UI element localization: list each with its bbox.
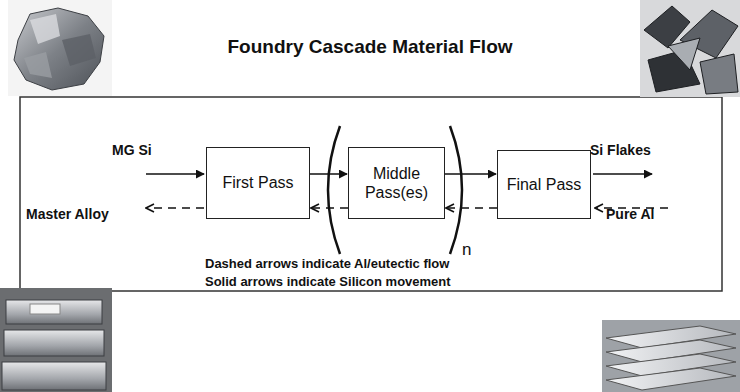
aluminium-flow-arrow <box>446 207 497 209</box>
material-label: Master Alloy <box>26 206 109 222</box>
box-label: Final Pass <box>507 175 582 194</box>
si-flakes-photo <box>640 0 740 97</box>
bracket <box>328 126 340 254</box>
pure-al-photo <box>602 320 740 392</box>
process-box: Final Pass <box>497 150 591 219</box>
silicon-out-arrow <box>593 173 652 175</box>
box-label: Middle Pass(es) <box>355 164 438 202</box>
diagram-title: Foundry Cascade Material Flow <box>0 36 740 58</box>
silicon-flow-arrow <box>445 173 496 175</box>
process-box: First Pass <box>206 147 310 219</box>
material-label: Si Flakes <box>590 142 651 158</box>
legend-note: Solid arrows indicate Silicon movement <box>205 274 451 289</box>
aluminium-out-arrow <box>146 207 204 209</box>
process-box: Middle Pass(es) <box>348 147 445 219</box>
material-label: Pure Al <box>606 206 655 222</box>
silicon-flow-arrow <box>310 173 347 175</box>
silicon-in-arrow <box>146 173 204 175</box>
master-alloy-photo <box>0 288 112 392</box>
mg-si-photo <box>8 0 112 96</box>
material-label: MG Si <box>112 142 152 158</box>
legend-note: Dashed arrows indicate Al/eutectic flow <box>205 256 449 271</box>
repeat-count: n <box>462 240 471 260</box>
bracket <box>450 126 462 254</box>
box-label: First Pass <box>222 173 293 192</box>
frame <box>20 97 722 291</box>
aluminium-flow-arrow <box>311 207 348 209</box>
